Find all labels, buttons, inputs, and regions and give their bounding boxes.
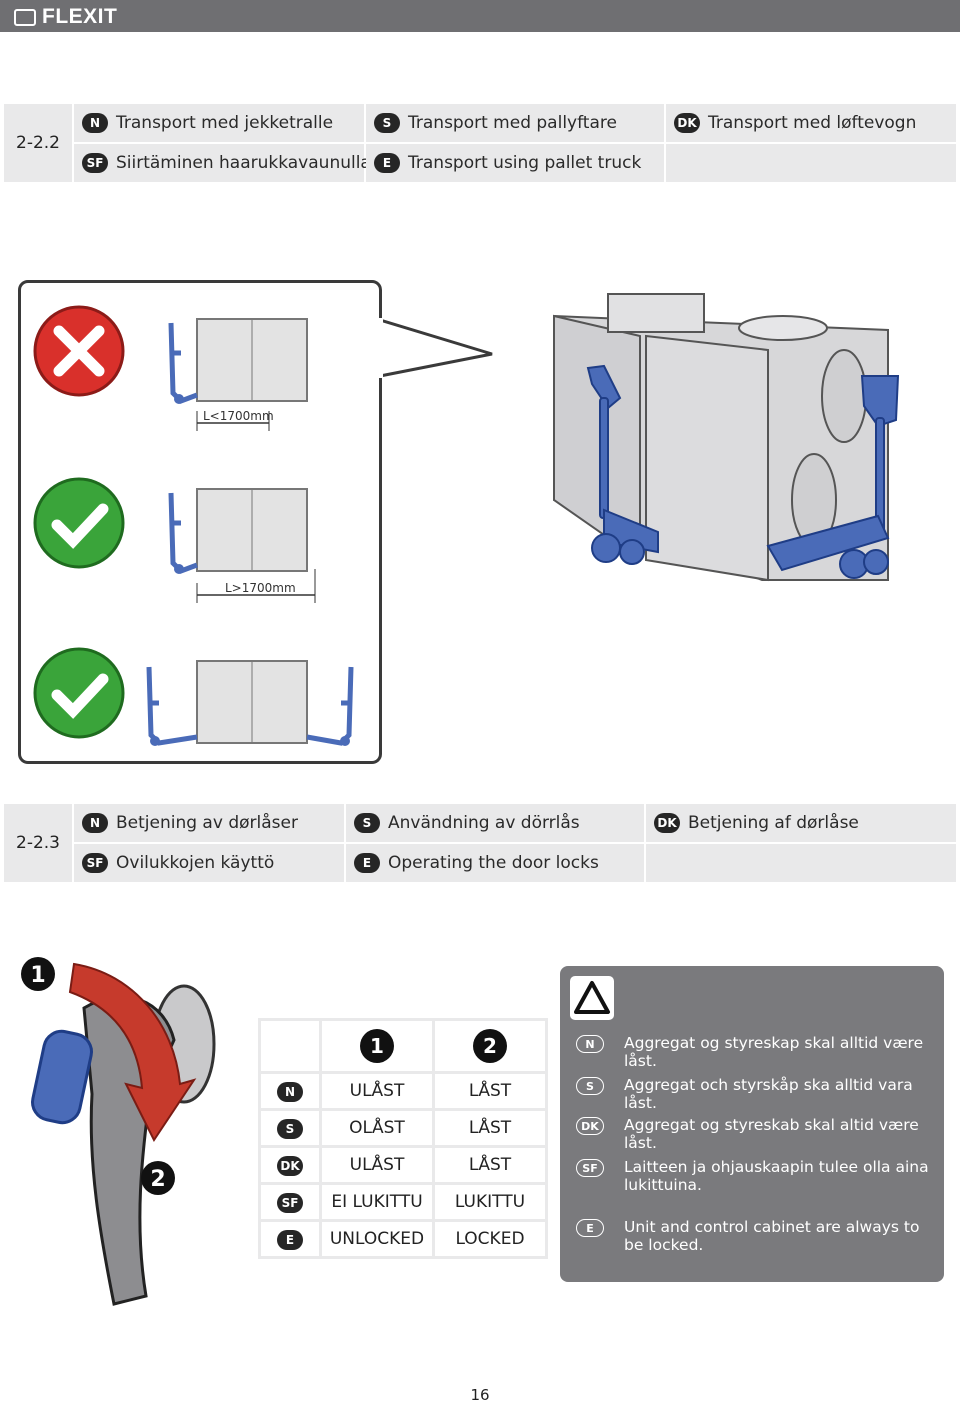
- column-1-header: 1: [360, 1029, 394, 1063]
- pallet-truck-left-icon: [586, 364, 659, 565]
- table-cell: UNLOCKED: [322, 1222, 432, 1256]
- table-cell: ULÅST: [322, 1074, 432, 1108]
- empty-cell: [646, 844, 956, 882]
- lock-state-table: 1 2 N ULÅST LÅST S OLÅST LÅST DK ULÅST L…: [258, 1018, 548, 1259]
- table-cell: EI LUKITTU: [322, 1185, 432, 1219]
- lang-badge: S: [277, 1118, 303, 1139]
- wrong-icon: [33, 305, 125, 397]
- table-row: E UNLOCKED LOCKED: [261, 1222, 545, 1256]
- table-cell: LÅST: [435, 1074, 545, 1108]
- lang-badge: N: [277, 1081, 303, 1102]
- step-2-marker: [141, 1161, 175, 1195]
- unit-top-view-1: [168, 318, 308, 431]
- unit-top-view-2: [168, 488, 316, 603]
- check-icon-1: [33, 477, 125, 569]
- placement-panel: L<1700mm L>1700mm: [18, 280, 382, 764]
- dim-short-label: L<1700mm: [203, 409, 274, 423]
- check-icon-2: [33, 647, 125, 739]
- column-2-header: 2: [473, 1029, 507, 1063]
- dim-long-label: L>1700mm: [225, 581, 296, 595]
- table-row: N ULÅST LÅST: [261, 1074, 545, 1108]
- table-row: DK ULÅST LÅST: [261, 1148, 545, 1182]
- key-icon: [31, 1029, 93, 1125]
- table-cell: LOCKED: [435, 1222, 545, 1256]
- table-cell: LÅST: [435, 1111, 545, 1145]
- unit-top-view-3: [146, 660, 354, 746]
- placement-drawings: [33, 305, 354, 746]
- table-row: S OLÅST LÅST: [261, 1111, 545, 1145]
- lang-badge: E: [277, 1229, 303, 1250]
- table-row: SF EI LUKITTU LUKITTU: [261, 1185, 545, 1219]
- step-1-label: 1: [30, 963, 45, 988]
- table-cell: ULÅST: [322, 1148, 432, 1182]
- logo-text: FLEXIT: [42, 5, 118, 28]
- section-number: 2-2.2: [4, 104, 72, 182]
- table-header-row: 1 2: [261, 1021, 545, 1071]
- door-handle-illustration: 1 2: [21, 957, 216, 1306]
- page-number: 16: [470, 1386, 490, 1404]
- warning-triangle-icon: [570, 976, 614, 1020]
- table-cell: LUKITTU: [435, 1185, 545, 1219]
- rotation-arrow-icon: [68, 962, 197, 1142]
- step-1-marker: [21, 957, 55, 991]
- unit-illustration: [378, 293, 900, 582]
- logo-icon: [14, 8, 36, 26]
- lang-badge: DK: [277, 1155, 303, 1176]
- table-cell: OLÅST: [322, 1111, 432, 1145]
- empty-cell: [666, 144, 956, 182]
- pallet-truck-right-icon: [766, 375, 900, 579]
- table-cell: LÅST: [435, 1148, 545, 1182]
- header-bar: FLEXIT: [0, 0, 960, 32]
- step-2-label: 2: [150, 1167, 165, 1192]
- flexit-logo: FLEXIT: [14, 5, 117, 29]
- lang-badge: SF: [277, 1192, 303, 1213]
- section-number: 2-2.3: [4, 804, 72, 882]
